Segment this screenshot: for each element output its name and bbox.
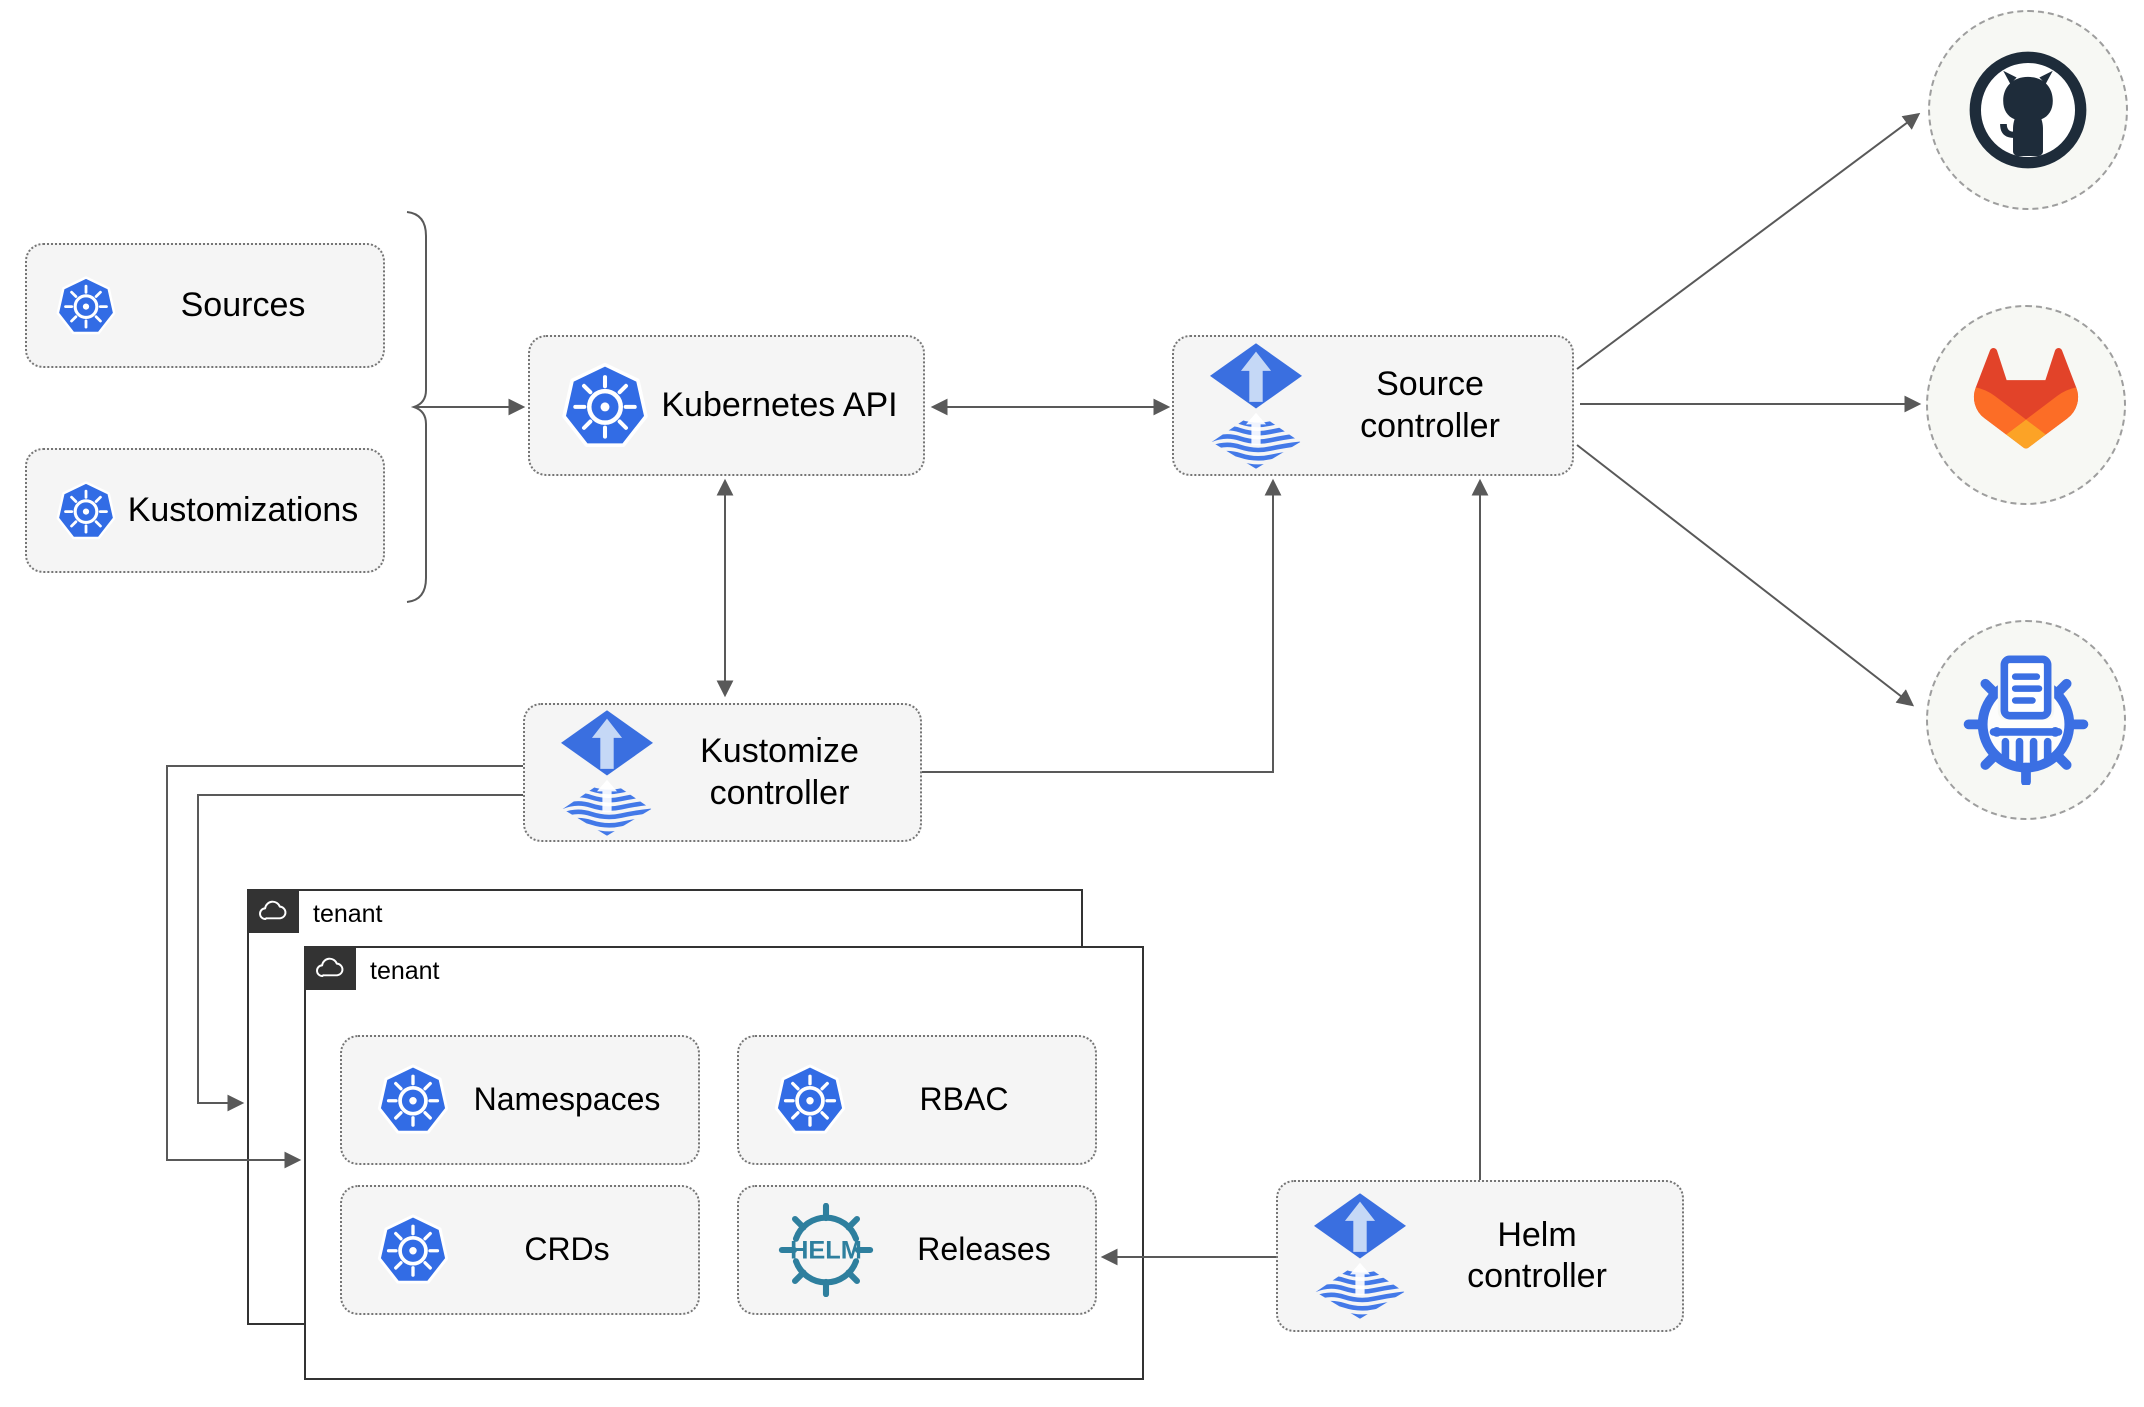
node-label: Namespaces: [473, 1081, 661, 1118]
bracket-sources-kustomizations: [406, 211, 427, 603]
node-label: Helm controller: [1467, 1215, 1607, 1295]
github-icon: [1969, 51, 2087, 169]
flux-icon: [1314, 1193, 1406, 1319]
kubernetes-icon: [55, 275, 117, 337]
endpoint-chartmuseum: [1926, 620, 2126, 820]
edge-source-controller-github: [1576, 112, 1921, 370]
kubernetes-icon: [376, 1213, 450, 1287]
node-kustomizations: Kustomizations: [25, 448, 385, 573]
node-label: Kustomize controller: [700, 732, 859, 812]
endpoint-gitlab: [1926, 305, 2126, 505]
edge-source-controller-chartmuseum: [1576, 444, 1915, 707]
flux-icon: [1210, 343, 1302, 469]
kubernetes-icon: [55, 480, 117, 542]
tenant-label: tenant: [370, 957, 440, 985]
node-label: Kustomizations: [127, 490, 359, 529]
kubernetes-icon: [560, 361, 650, 451]
node-crds: CRDs: [340, 1185, 700, 1315]
node-rbac: RBAC: [737, 1035, 1097, 1165]
gitlab-icon: [1973, 348, 2079, 449]
node-sources: Sources: [25, 243, 385, 368]
node-kustomize-controller: Kustomize controller: [523, 703, 922, 842]
chartmuseum-icon: [1963, 655, 2089, 785]
tenant-tab: [247, 889, 299, 933]
node-helm-controller: Helm controller: [1276, 1180, 1684, 1332]
helm-logo-icon: HELM: [778, 1203, 874, 1297]
node-releases: HELM Releases: [737, 1185, 1097, 1315]
edge-kustomize-controller-source-controller: [922, 478, 1282, 773]
helm-logo-text: HELM: [790, 1236, 862, 1264]
tenant-tab: [304, 946, 356, 990]
node-kubernetes-api: Kubernetes API: [528, 335, 925, 476]
node-label: Sources: [180, 285, 306, 324]
cloud-icon: [314, 957, 346, 980]
node-label: Kubernetes API: [661, 385, 898, 424]
flux-icon: [561, 710, 653, 836]
node-source-controller: Source controller: [1172, 335, 1574, 476]
tenant-label: tenant: [313, 900, 383, 928]
node-label: CRDs: [524, 1231, 610, 1268]
endpoint-github: [1928, 10, 2128, 210]
node-label: Releases: [917, 1231, 1051, 1268]
node-label: RBAC: [919, 1081, 1009, 1118]
node-label: Source controller: [1360, 365, 1500, 445]
kubernetes-icon: [773, 1063, 847, 1137]
node-namespaces: Namespaces: [340, 1035, 700, 1165]
kubernetes-icon: [376, 1063, 450, 1137]
cloud-icon: [257, 900, 289, 923]
